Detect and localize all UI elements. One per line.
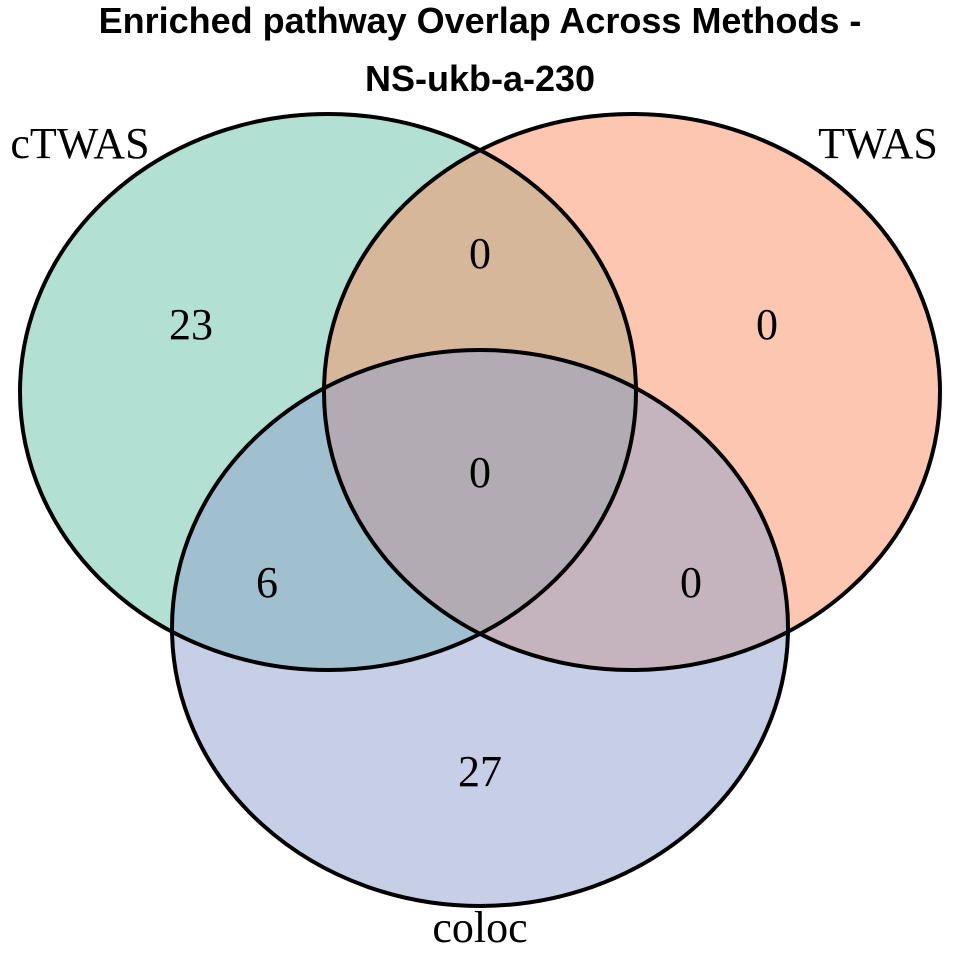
count-coloc-only: 27 xyxy=(458,747,502,796)
count-all-three: 0 xyxy=(469,448,491,497)
count-ctwas-only: 23 xyxy=(169,300,213,349)
set-label-twas: TWAS xyxy=(818,119,938,168)
twas-outline xyxy=(322,112,942,672)
set-label-coloc: coloc xyxy=(432,903,527,952)
coloc-circle xyxy=(172,350,788,906)
count-ctwas-twas: 0 xyxy=(469,229,491,278)
coloc-outline xyxy=(170,348,790,908)
chart-title-line-2: NS-ukb-a-230 xyxy=(364,58,596,99)
set-label-ctwas: cTWAS xyxy=(10,119,149,168)
count-twas-coloc: 0 xyxy=(680,558,702,607)
count-twas-only: 0 xyxy=(756,300,778,349)
ctwas-outline xyxy=(18,112,638,672)
count-ctwas-coloc: 6 xyxy=(256,558,278,607)
chart-title-line-1: Enriched pathway Overlap Across Methods … xyxy=(98,0,862,41)
